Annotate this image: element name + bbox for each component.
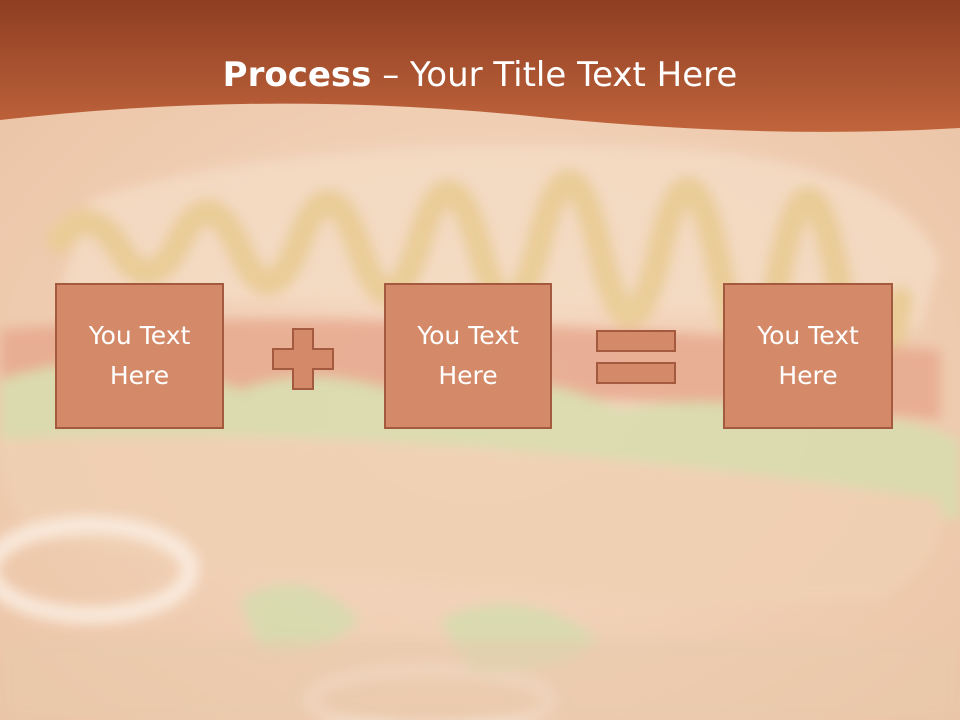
process-box-1-text: You Text Here [88,321,191,390]
process-box-2[interactable]: You Text Here [384,283,552,429]
title-bold: Process [222,55,372,95]
process-box-3[interactable]: You Text Here [723,283,893,429]
title-separator: – [371,55,411,95]
process-box-3-text: You Text Here [757,321,859,390]
plus-icon [272,328,334,390]
title-rest: Your Title Text Here [410,55,738,95]
equals-icon [596,330,676,384]
slide-title: Process – Your Title Text Here [0,52,960,98]
process-box-1[interactable]: You Text Here [55,283,224,429]
process-box-2-text: You Text Here [417,321,519,390]
header-band [0,0,960,132]
